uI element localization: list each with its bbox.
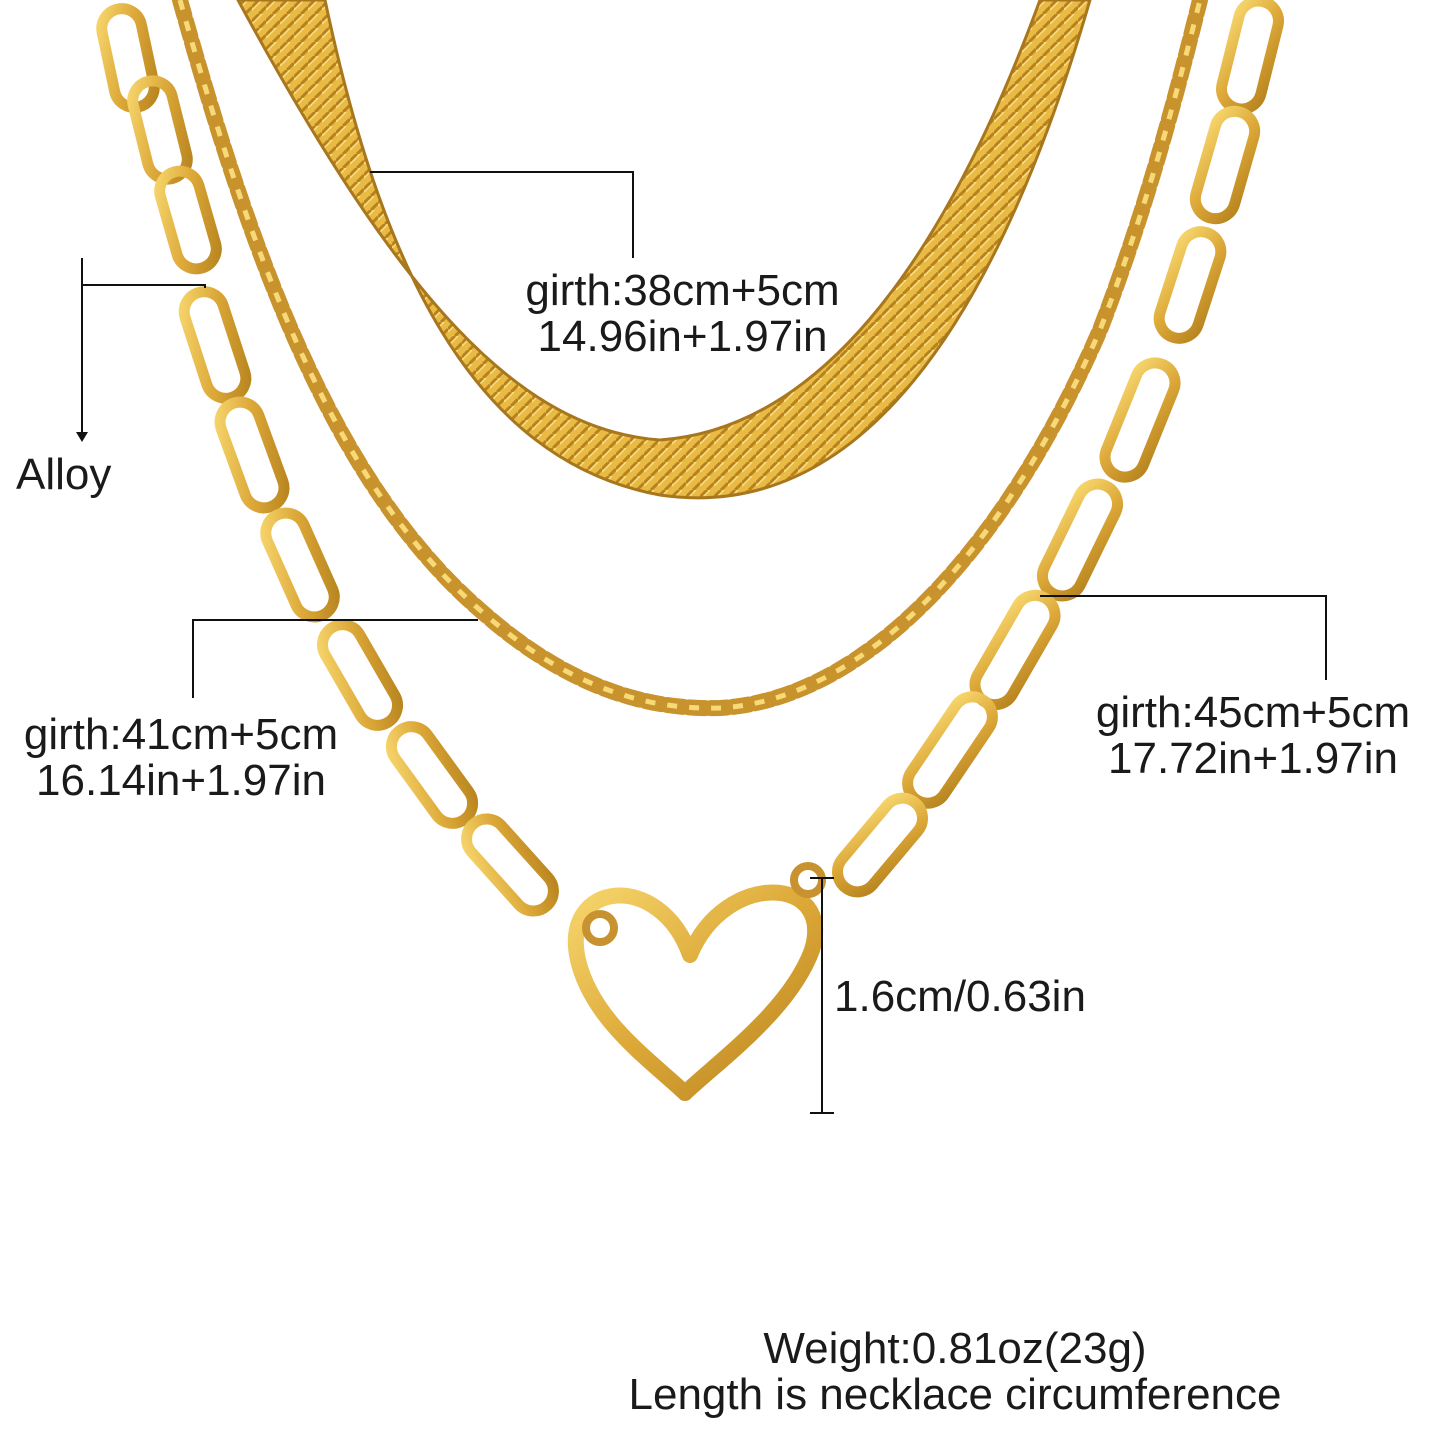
curb-girth-cm: girth:41cm+5cm	[23, 710, 339, 759]
herringbone-girth-cm: girth:38cm+5cm	[525, 266, 840, 315]
herringbone-girth-in: 14.96in+1.97in	[537, 312, 828, 361]
curb-girth-in: 16.14in+1.97in	[36, 756, 326, 805]
paperclip-girth-label: girth:45cm+5cm 17.72in+1.97in	[1070, 690, 1436, 782]
footer-info: Weight:0.81oz(23g) Length is necklace ci…	[530, 1326, 1380, 1418]
herringbone-girth-label: girth:38cm+5cm 14.96in+1.97in	[500, 268, 865, 360]
paperclip-girth-cm: girth:45cm+5cm	[1095, 688, 1411, 737]
length-note: Length is necklace circumference	[628, 1370, 1282, 1419]
weight-text: Weight:0.81oz(23g)	[763, 1324, 1147, 1373]
pendant-size-label: 1.6cm/0.63in	[834, 972, 1086, 1021]
material-label: Alloy	[16, 450, 112, 499]
curb-girth-label: girth:41cm+5cm 16.14in+1.97in	[0, 712, 362, 804]
heart-pendant	[568, 884, 823, 1101]
arrow-down-icon	[76, 432, 88, 442]
paperclip-chain	[96, 0, 1284, 917]
herringbone-chain	[236, 0, 1092, 500]
callout-lines	[81, 171, 1327, 1114]
paperclip-girth-in: 17.72in+1.97in	[1108, 734, 1398, 783]
